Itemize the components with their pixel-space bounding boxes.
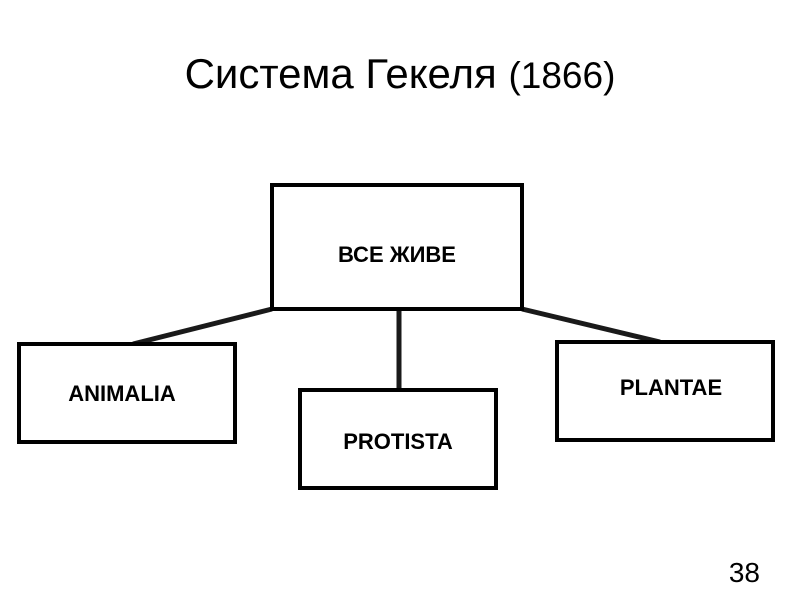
- connectors: [132, 306, 661, 390]
- slide-title-text: Система Гекеля: [184, 50, 497, 97]
- node-protista: PROTISTA: [298, 388, 498, 490]
- node-root-label: ВСЕ ЖИВЕ: [338, 242, 456, 267]
- page-number: 38: [728, 557, 760, 588]
- slide-title-year: (1866): [508, 55, 616, 96]
- slide-title: Система Гекеля (1866): [0, 46, 800, 104]
- node-animalia: ANIMALIA: [17, 342, 237, 444]
- node-plantae: PLANTAE: [555, 340, 775, 442]
- node-plantae-label: PLANTAE: [620, 375, 722, 400]
- node-plantae-box: [555, 340, 775, 442]
- node-root-box: [270, 183, 524, 311]
- node-animalia-box: [17, 342, 237, 444]
- node-root: ВСЕ ЖИВЕ: [270, 183, 524, 311]
- connector-root-animalia: [132, 306, 273, 347]
- connector-root-plantae: [521, 306, 661, 345]
- node-protista-box: [298, 388, 498, 490]
- node-protista-label: PROTISTA: [343, 429, 453, 454]
- node-animalia-label: ANIMALIA: [68, 381, 176, 406]
